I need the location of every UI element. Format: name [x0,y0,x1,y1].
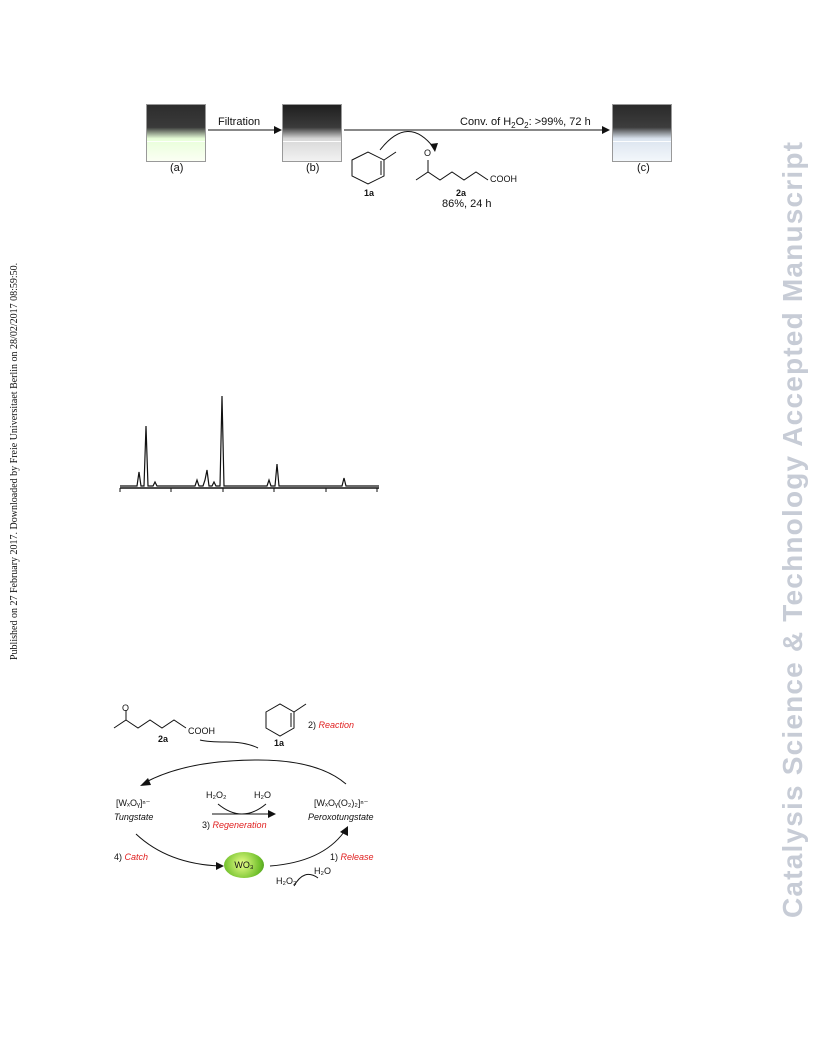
label-b: (b) [306,162,320,174]
label-a: (a) [170,162,184,174]
cycle-acid-group: COOH [188,726,215,736]
ketoacid-structure [415,171,489,181]
compound-2a-label: 2a [456,188,467,198]
step-regeneration: 3) Regeneration [202,820,267,830]
ketoacid-structure [113,719,187,729]
publication-note: Published on 27 February 2017. Downloade… [0,0,30,1056]
step-release: 1) Release [330,852,374,862]
step-reaction: 2) Reaction [308,720,355,730]
figure1-arrows [208,126,610,185]
wo3-particle: WO₃ [224,852,264,878]
cycle-arrows [113,703,348,887]
publication-note-text: Published on 27 February 2017. Downloade… [9,263,20,660]
label-c: (c) [637,162,650,174]
test-tube-photo-a [146,104,206,162]
peroxotungstate-formula: [WₓOᵧ(O₂)₂]ⁿ⁻ [314,798,369,808]
regeneration-h2o: H₂O [254,790,271,800]
spectrum-plot [119,395,379,492]
yield-label: 86%, 24 h [442,198,492,210]
release-h2o2: H₂O₂ [276,876,297,886]
cycle-compound-2a: 2a [158,734,169,744]
acid-group: COOH [490,174,517,184]
cycle-compound-1a: 1a [274,738,285,748]
compound-1a-label: 1a [364,188,375,198]
regeneration-h2o2: H₂O₂ [206,790,227,800]
catalytic-cycle: O COOH 2a 1a 2) Reaction [WₓOᵧ]ⁿ⁻ Tungst… [108,700,388,890]
ketone-oxygen: O [424,148,432,158]
tungstate-formula: [WₓOᵧ]ⁿ⁻ [116,798,151,808]
cycle-ketone-oxygen: O [122,703,130,713]
conversion-label: Conv. of H2O2: >99%, 72 h [460,116,591,131]
journal-watermark: Catalysis Science & Technology Accepted … [760,140,816,920]
peroxotungstate-name: Peroxotungstate [308,812,374,822]
methylcyclohexene-structure [265,703,295,737]
methylcyclohexene-structure [351,151,385,185]
test-tube-photo-c [612,104,672,162]
filtration-label: Filtration [218,116,261,128]
step-catch: 4) Catch [114,852,149,862]
tungstate-name: Tungstate [114,812,154,822]
filtration-figure: (a) (b) (c) Filtration Conv. of H2O2: >9… [140,96,680,216]
test-tube-photo-b [282,104,342,162]
journal-watermark-text: Catalysis Science & Technology Accepted … [777,142,808,918]
release-h2o: H₂O [314,866,331,876]
